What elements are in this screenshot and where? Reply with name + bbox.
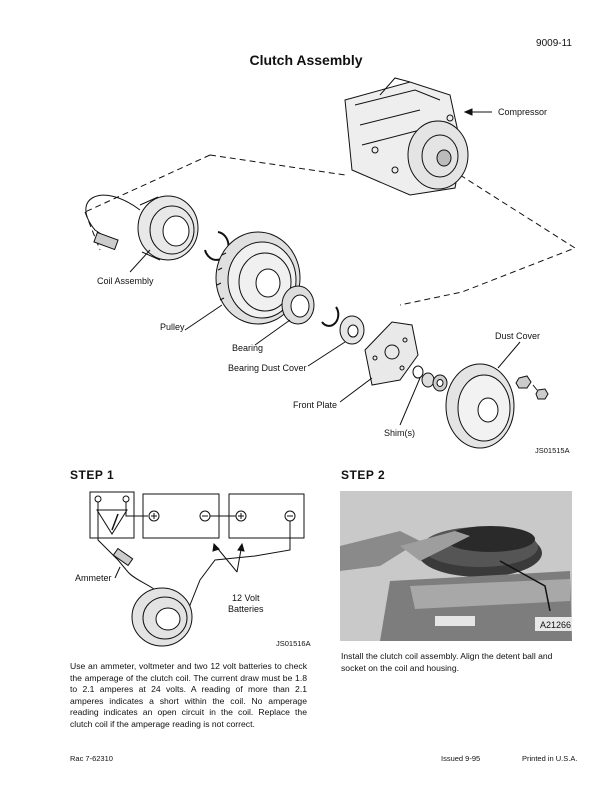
bearing-part [281,285,315,325]
step2-title: STEP 2 [341,468,386,482]
dust-cover-leader-line [497,341,521,369]
label-front-plate: Front Plate [293,400,338,410]
shims-leader-line [399,377,421,426]
step2-photo-drawing [340,491,572,641]
label-shims: Shim(s) [384,428,415,438]
step2-text: Install the clutch coil assembly. Align … [341,651,553,673]
front-plate-leader-line [339,377,373,403]
compressor-part [344,77,469,196]
label-ammeter: Ammeter [75,573,112,583]
label-coil-assembly: Coil Assembly [97,276,154,286]
coil-assembly-part [85,194,199,261]
bearing-dust-cover-leader-line [307,341,346,367]
step2-photo: A21266 [340,491,572,641]
label-pulley: Pulley [160,322,185,332]
diagram-code: JS01515A [535,446,570,455]
coil-leader-line [129,249,151,273]
page-number: 9009-11 [536,38,572,49]
label-bearing-dust-cover: Bearing Dust Cover [228,363,307,373]
label-dust-cover: Dust Cover [495,331,541,341]
snap-ring-2 [321,306,340,327]
step1-title: STEP 1 [70,468,115,482]
label-12-volt-batteries: 12 Volt Batteries [228,593,264,614]
label-compressor: Compressor [498,107,548,117]
footer-issued: Issued 9-95 [441,754,481,763]
shims-part [412,365,448,392]
bearing-leader-line [254,319,291,346]
step1-code: JS01516A [276,639,311,648]
front-plate-part [364,321,419,386]
pulley-leader-line [184,304,223,331]
page-title: Clutch Assembly [249,52,363,68]
footer-doc-number: Rac 7-62310 [70,754,113,763]
label-bearing: Bearing [232,343,264,353]
step2-photo-code: A21266 [540,620,572,630]
footer-printed: Printed in U.S.A. [522,754,578,763]
nut-bolt-part [515,375,549,400]
step1-coil [131,587,193,647]
dust-cover-part [445,363,515,449]
pulley-part [215,231,301,325]
ammeter-dial [96,509,128,535]
bearing-dust-cover-part [339,315,365,345]
step1-text: Use an ammeter, voltmeter and two 12 vol… [70,661,307,729]
